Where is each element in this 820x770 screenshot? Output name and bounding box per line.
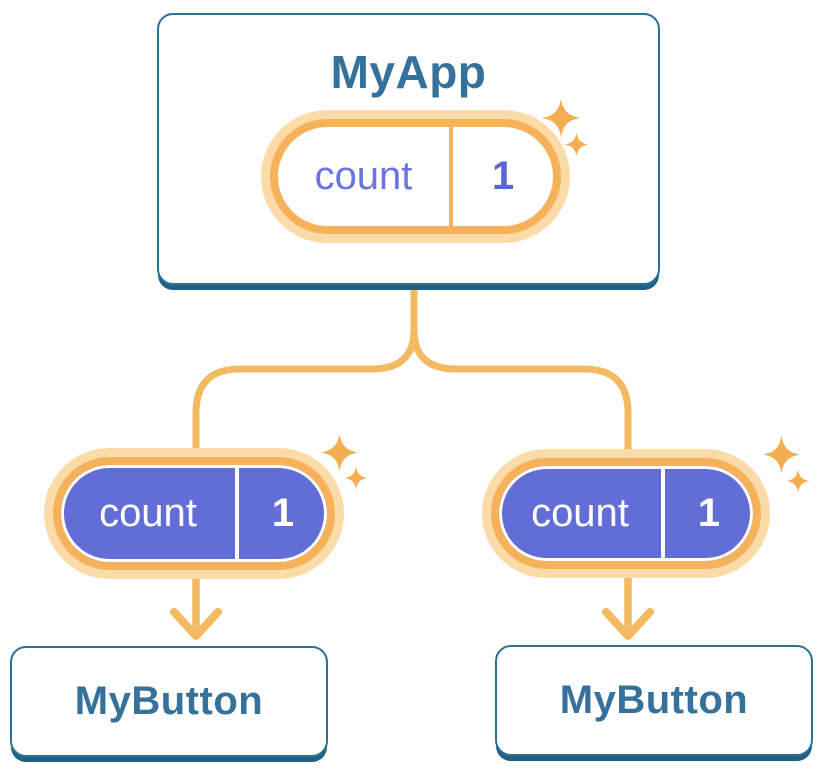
arrow-head-right (602, 608, 654, 640)
root-state-pill-core: count 1 (270, 119, 561, 234)
arrow-head-left (170, 608, 222, 640)
mybutton-title: MyButton (74, 679, 264, 723)
state-value: 1 (697, 491, 721, 535)
state-label: count (99, 491, 197, 535)
sparkle-icon (344, 466, 368, 490)
sparkle-icon (762, 435, 801, 474)
root-state-pill: count 1 (261, 110, 570, 243)
pill-divider (449, 127, 453, 226)
pill-divider (235, 465, 239, 562)
myapp-title: MyApp (330, 46, 487, 98)
state-value: 1 (271, 491, 295, 535)
mybutton-card-left: MyButton (10, 646, 328, 757)
branch-line-left (192, 283, 418, 452)
right-state-pill: count 1 (482, 449, 770, 578)
state-value: 1 (491, 154, 515, 198)
right-state-pill-core: count 1 (491, 458, 761, 569)
mybutton-title: MyButton (559, 678, 749, 722)
branch-line-right (410, 283, 632, 452)
pill-divider (661, 466, 665, 561)
sparkle-icon (320, 433, 359, 472)
state-label: count (531, 491, 629, 535)
sparkle-icon (786, 469, 810, 493)
mybutton-card-right: MyButton (495, 645, 813, 756)
sparkle-icon (541, 98, 581, 138)
state-label: count (314, 154, 413, 198)
sparkle-icon (564, 132, 589, 157)
left-state-pill-core: count 1 (53, 457, 335, 570)
left-state-pill: count 1 (44, 448, 344, 579)
